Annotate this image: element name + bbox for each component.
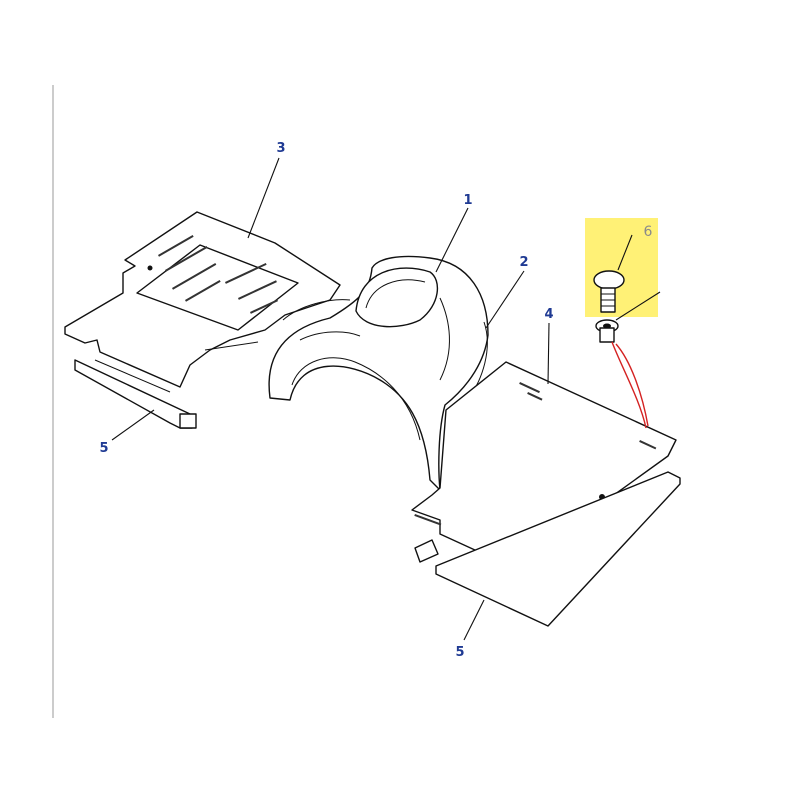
- callout-3: 3: [276, 141, 285, 156]
- callout-4: 4: [544, 307, 553, 322]
- callout-1: 1: [463, 193, 472, 208]
- callout-6: 6: [644, 224, 653, 240]
- part-5-left-underlay: [74, 359, 197, 429]
- callout-5-left: 5: [99, 441, 108, 456]
- panel-4-speckle: [414, 382, 657, 526]
- part-1-center-tunnel: [268, 255, 489, 491]
- fastener-attach-lines: [611, 341, 649, 429]
- callout-5-right: 5: [455, 645, 464, 660]
- part-6-nut: [595, 319, 619, 343]
- panel-3-hatching: [157, 235, 279, 314]
- part-5-right-underlay: [414, 471, 681, 627]
- part-3-left-floor-panel: [64, 211, 341, 388]
- leader-lines: [111, 157, 661, 641]
- callout-2: 2: [519, 255, 528, 270]
